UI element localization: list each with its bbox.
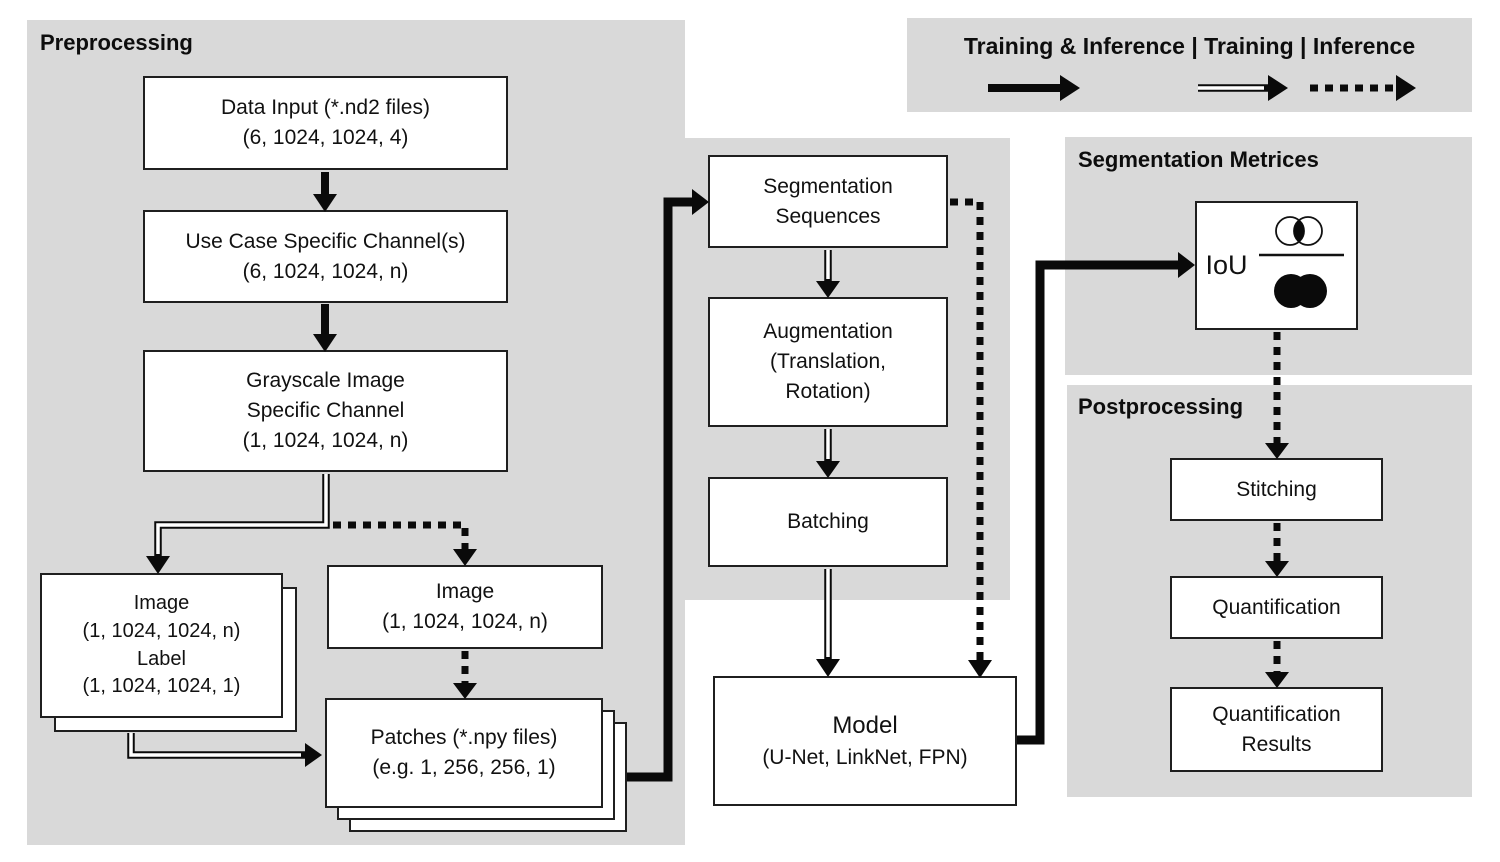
node-line: Grayscale Image	[246, 369, 405, 393]
node-line: (1, 1024, 1024, 1)	[82, 675, 241, 698]
node-line: Patches (*.npy files)	[370, 726, 558, 750]
node-model: Model (U-Net, LinkNet, FPN)	[713, 676, 1017, 806]
node-line: Stitching	[1236, 477, 1317, 501]
node-line: (1, 1024, 1024, n)	[382, 610, 548, 633]
node-quantification: Quantification	[1170, 576, 1383, 639]
legend-title: Training & Inference | Training | Infere…	[963, 33, 1416, 59]
node-image: Image (1, 1024, 1024, n)	[327, 565, 603, 649]
node-line: (6, 1024, 1024, n)	[242, 259, 409, 283]
node-line: (1, 1024, 1024, n)	[82, 619, 241, 642]
legend-panel	[907, 18, 1472, 112]
segmentation-metrics-title: Segmentation Metrices	[1078, 147, 1319, 172]
node-line: (6, 1024, 1024, 4)	[242, 126, 409, 149]
node-augmentation: Augmentation (Translation, Rotation)	[708, 297, 948, 427]
node-iou: IoU	[1195, 201, 1358, 330]
node-grayscale-image: Grayscale Image Specific Channel (1, 102…	[143, 350, 508, 472]
node-patches: Patches (*.npy files) (e.g. 1, 256, 256,…	[325, 698, 603, 808]
preprocessing-title: Preprocessing	[40, 30, 193, 55]
node-line: Model	[832, 712, 898, 740]
node-line: Results	[1241, 732, 1312, 756]
iou-label: IoU	[1205, 250, 1248, 281]
node-line: Augmentation	[763, 320, 893, 344]
node-line: Rotation)	[785, 379, 871, 403]
node-line: Segmentation	[763, 174, 893, 198]
node-line: Image	[133, 592, 190, 615]
node-quantification-results: Quantification Results	[1170, 687, 1383, 772]
intersection-icon	[1274, 215, 1323, 246]
node-line: (U-Net, LinkNet, FPN)	[762, 746, 968, 770]
node-stitching: Stitching	[1170, 458, 1383, 521]
node-line: (e.g. 1, 256, 256, 1)	[372, 756, 556, 779]
iou-fraction-icon	[1258, 215, 1344, 308]
postprocessing-title: Postprocessing	[1078, 394, 1244, 419]
union-icon	[1273, 273, 1327, 308]
node-line: Data Input (*.nd2 files)	[221, 96, 430, 120]
node-line: Label	[137, 647, 186, 670]
node-batching: Batching	[708, 477, 948, 567]
node-line: (Translation,	[770, 350, 886, 374]
node-line: Image	[435, 580, 495, 604]
node-line: Quantification	[1212, 595, 1341, 619]
node-image-label: Image (1, 1024, 1024, n) Label (1, 1024,…	[40, 573, 283, 718]
node-data-input: Data Input (*.nd2 files) (6, 1024, 1024,…	[143, 76, 508, 170]
node-line: Quantification	[1212, 702, 1341, 726]
node-line: Sequences	[775, 204, 881, 228]
node-use-case-channels: Use Case Specific Channel(s) (6, 1024, 1…	[143, 210, 508, 303]
node-line: Specific Channel	[246, 399, 405, 423]
node-line: (1, 1024, 1024, n)	[242, 428, 409, 452]
node-line: Use Case Specific Channel(s)	[185, 229, 466, 253]
node-line: Batching	[787, 510, 869, 534]
node-segmentation-sequences: Segmentation Sequences	[708, 155, 948, 248]
